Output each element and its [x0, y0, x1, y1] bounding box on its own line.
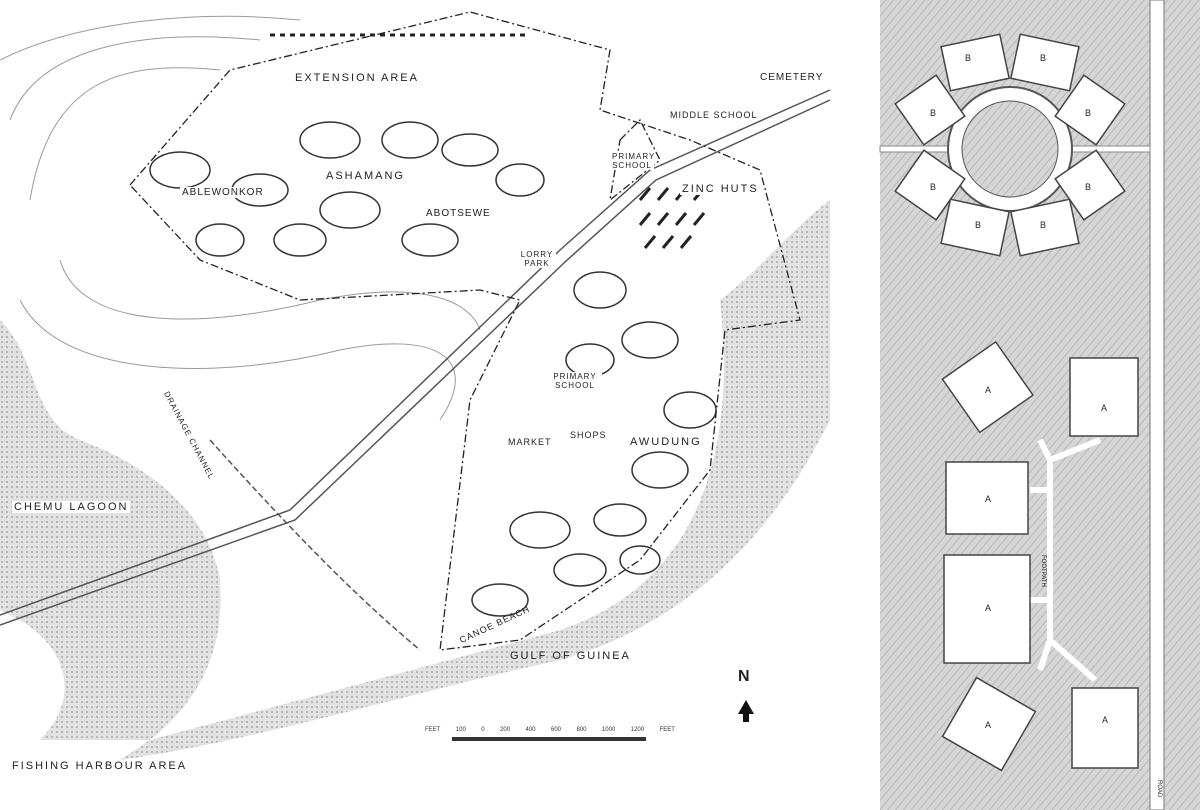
- label-primary-school-north: PRIMARY SCHOOL: [610, 152, 656, 170]
- label-chemu-lagoon: CHEMU LAGOON: [12, 501, 131, 513]
- label-fishing-harbour-area: FISHING HARBOUR AREA: [12, 760, 188, 772]
- label-zinc-huts: ZINC HUTS: [680, 183, 761, 195]
- label-ablewonkor: ABLEWONKOR: [180, 187, 266, 198]
- house-a-label: A: [1101, 403, 1108, 413]
- type-b-houses: [894, 33, 1126, 257]
- scale-unit-right: FEET: [659, 727, 675, 733]
- label-primary-school-south: PRIMARY SCHOOL: [548, 372, 602, 390]
- label-extension-area: EXTENSION AREA: [295, 72, 419, 84]
- house-a-label: A: [985, 603, 992, 613]
- scale-tick: 1000: [601, 727, 616, 733]
- footpath-label: FOOTPATH: [1040, 555, 1046, 587]
- scale-tick: 0: [481, 727, 485, 733]
- label-market: MARKET: [506, 437, 554, 447]
- zinc-huts: [638, 187, 706, 249]
- label-gulf-of-guinea: GULF OF GUINEA: [510, 650, 631, 662]
- contour-lines: [0, 15, 481, 421]
- scale-tick: 100: [455, 727, 466, 733]
- house-a-label: A: [985, 494, 992, 504]
- label-shops: SHOPS: [568, 430, 609, 440]
- house-b-label: B: [1085, 108, 1092, 118]
- scale-tick: 1200: [630, 727, 645, 733]
- scale-tick: 400: [525, 727, 536, 733]
- scale-tick: 800: [576, 727, 587, 733]
- label-cemetery: CEMETERY: [758, 72, 826, 83]
- scale-unit-left: FEET: [425, 727, 441, 733]
- beach-strip: [120, 200, 830, 760]
- house-b-label: B: [930, 182, 937, 192]
- house-b-label: B: [1085, 182, 1092, 192]
- label-abotsewe: ABOTSEWE: [424, 208, 493, 219]
- road-label: ROAD: [1156, 780, 1162, 798]
- chemu-lagoon-area: [0, 320, 221, 740]
- north-arrow-icon: [738, 700, 754, 722]
- house-b-label: B: [1040, 220, 1047, 230]
- house-b-label: B: [965, 53, 972, 63]
- road: [1149, 0, 1165, 810]
- scale-tick: 600: [551, 727, 562, 733]
- north-arrow-label: N: [738, 668, 751, 685]
- footpath-network: [1030, 437, 1102, 683]
- house-b-label: B: [1040, 53, 1047, 63]
- type-a-houses: [941, 340, 1139, 772]
- settlement-boundaries: [129, 11, 801, 651]
- label-ashamang: ASHAMANG: [324, 170, 407, 182]
- main-road: [0, 89, 831, 651]
- label-middle-school: MIDDLE SCHOOL: [668, 110, 760, 120]
- house-b-label: B: [975, 220, 982, 230]
- label-lorry-park: LORRY PARK: [518, 250, 556, 268]
- scale-bar: [452, 737, 646, 741]
- scale-bar-labels: FEET 100 0 200 400 600 800 1000 1200 FEE…: [425, 727, 675, 733]
- central-green: [961, 100, 1059, 198]
- house-a-label: A: [985, 385, 992, 395]
- label-awudung: AWUDUNG: [628, 436, 704, 448]
- house-a-label: A: [985, 720, 992, 730]
- house-b-label: B: [930, 108, 937, 118]
- house-a-label: A: [1102, 715, 1109, 725]
- scale-tick: 200: [500, 727, 511, 733]
